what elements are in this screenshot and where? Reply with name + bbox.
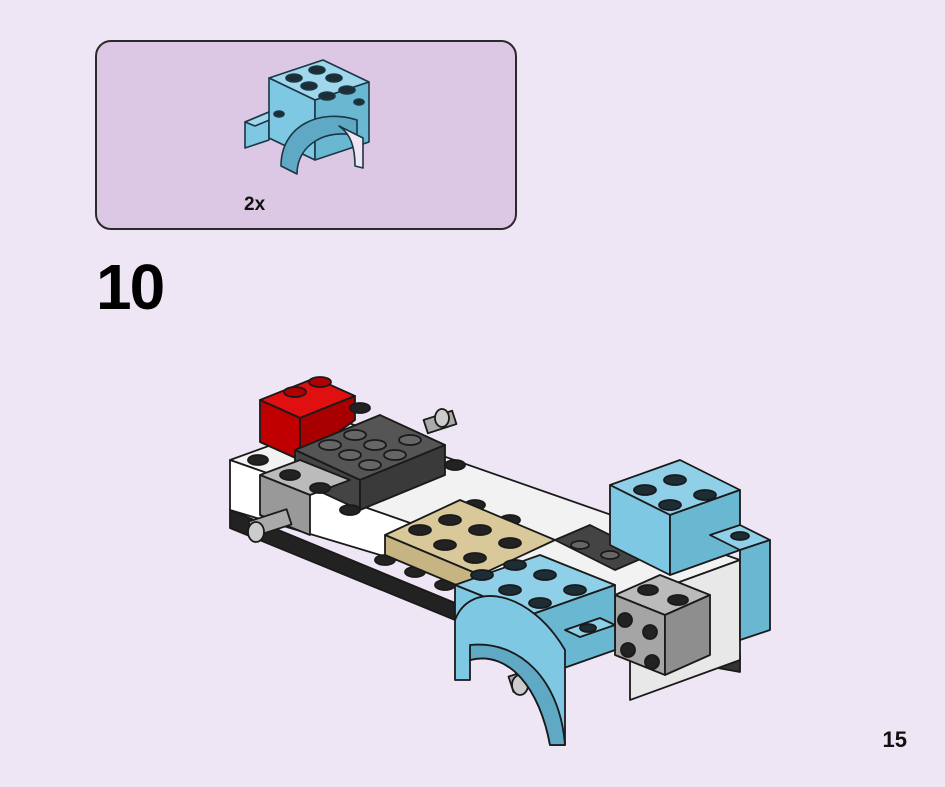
car-chassis-assembly-icon: [229, 376, 771, 746]
part-quantity: 2x: [244, 194, 266, 215]
light-blue-arch-brick-icon: [244, 59, 370, 175]
step-number: 10: [96, 251, 165, 323]
parts-callout: 2x: [95, 40, 517, 230]
page-number: 15: [882, 727, 907, 752]
